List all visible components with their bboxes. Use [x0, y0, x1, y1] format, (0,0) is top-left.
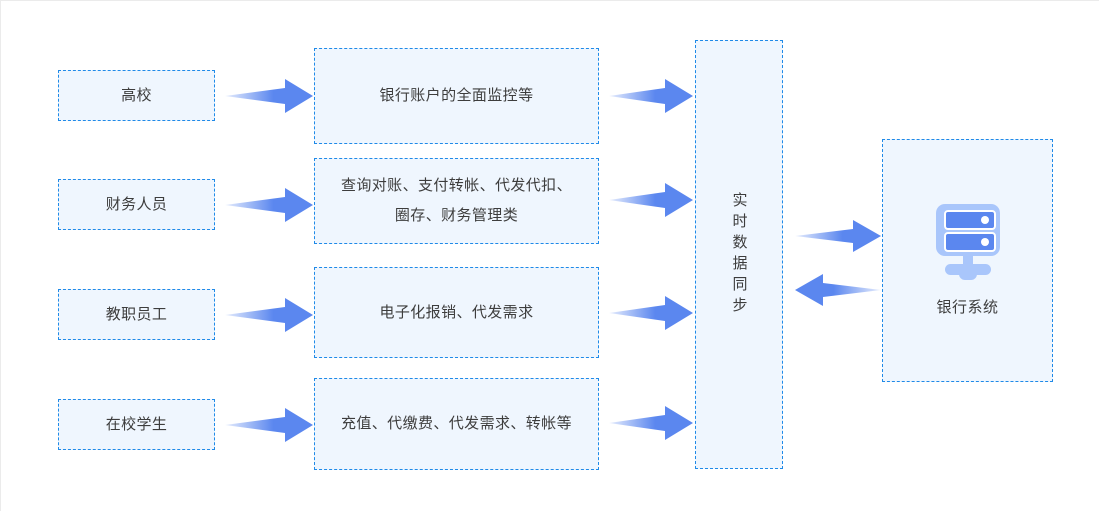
actor-box-students[interactable]: 在校学生 — [58, 399, 215, 450]
bank-system-box[interactable]: 银行系统 — [882, 139, 1053, 382]
actor-box-finance-staff[interactable]: 财务人员 — [58, 179, 215, 230]
actor-label-students: 在校学生 — [105, 415, 168, 433]
service-label-student-services: 充值、代缴费、代发需求、转帐等 — [340, 415, 572, 432]
arrow-service1-to-sync — [609, 79, 693, 113]
server-icon — [928, 204, 1008, 280]
arrow-university-to-service — [225, 79, 313, 113]
arrow-service3-to-sync — [609, 296, 693, 330]
arrow-finance-to-service — [225, 188, 313, 222]
service-label-reimbursement: 电子化报销、代发需求 — [379, 303, 534, 321]
service-label-finance-services: 查询对账、支付转帐、代发代扣、 圈存、财务管理类 — [340, 177, 572, 224]
service-label-account-monitoring: 银行账户的全面监控等 — [379, 87, 534, 104]
actor-label-faculty-staff: 教职员工 — [105, 305, 168, 323]
arrow-service4-to-sync — [609, 406, 693, 440]
arrow-sync-to-bank — [795, 220, 881, 252]
service-box-account-monitoring[interactable]: 银行账户的全面监控等 — [314, 48, 599, 144]
service-box-finance-services[interactable]: 查询对账、支付转帐、代发代扣、 圈存、财务管理类 — [314, 158, 599, 244]
arrow-students-to-service — [225, 408, 313, 442]
bank-system-label: 银行系统 — [936, 299, 999, 316]
service-box-reimbursement[interactable]: 电子化报销、代发需求 — [314, 267, 599, 358]
sync-label: 实时数据同步 — [730, 191, 748, 318]
actor-box-university[interactable]: 高校 — [58, 70, 215, 121]
actor-label-university: 高校 — [121, 86, 152, 104]
actor-label-finance-staff: 财务人员 — [105, 195, 168, 213]
sync-box-realtime-data[interactable]: 实时数据同步 — [695, 40, 783, 469]
arrow-bank-to-sync — [795, 274, 881, 306]
actor-box-faculty-staff[interactable]: 教职员工 — [58, 289, 215, 340]
service-box-student-services[interactable]: 充值、代缴费、代发需求、转帐等 — [314, 378, 599, 470]
arrow-service2-to-sync — [609, 183, 693, 217]
arrow-faculty-to-service — [225, 298, 313, 332]
